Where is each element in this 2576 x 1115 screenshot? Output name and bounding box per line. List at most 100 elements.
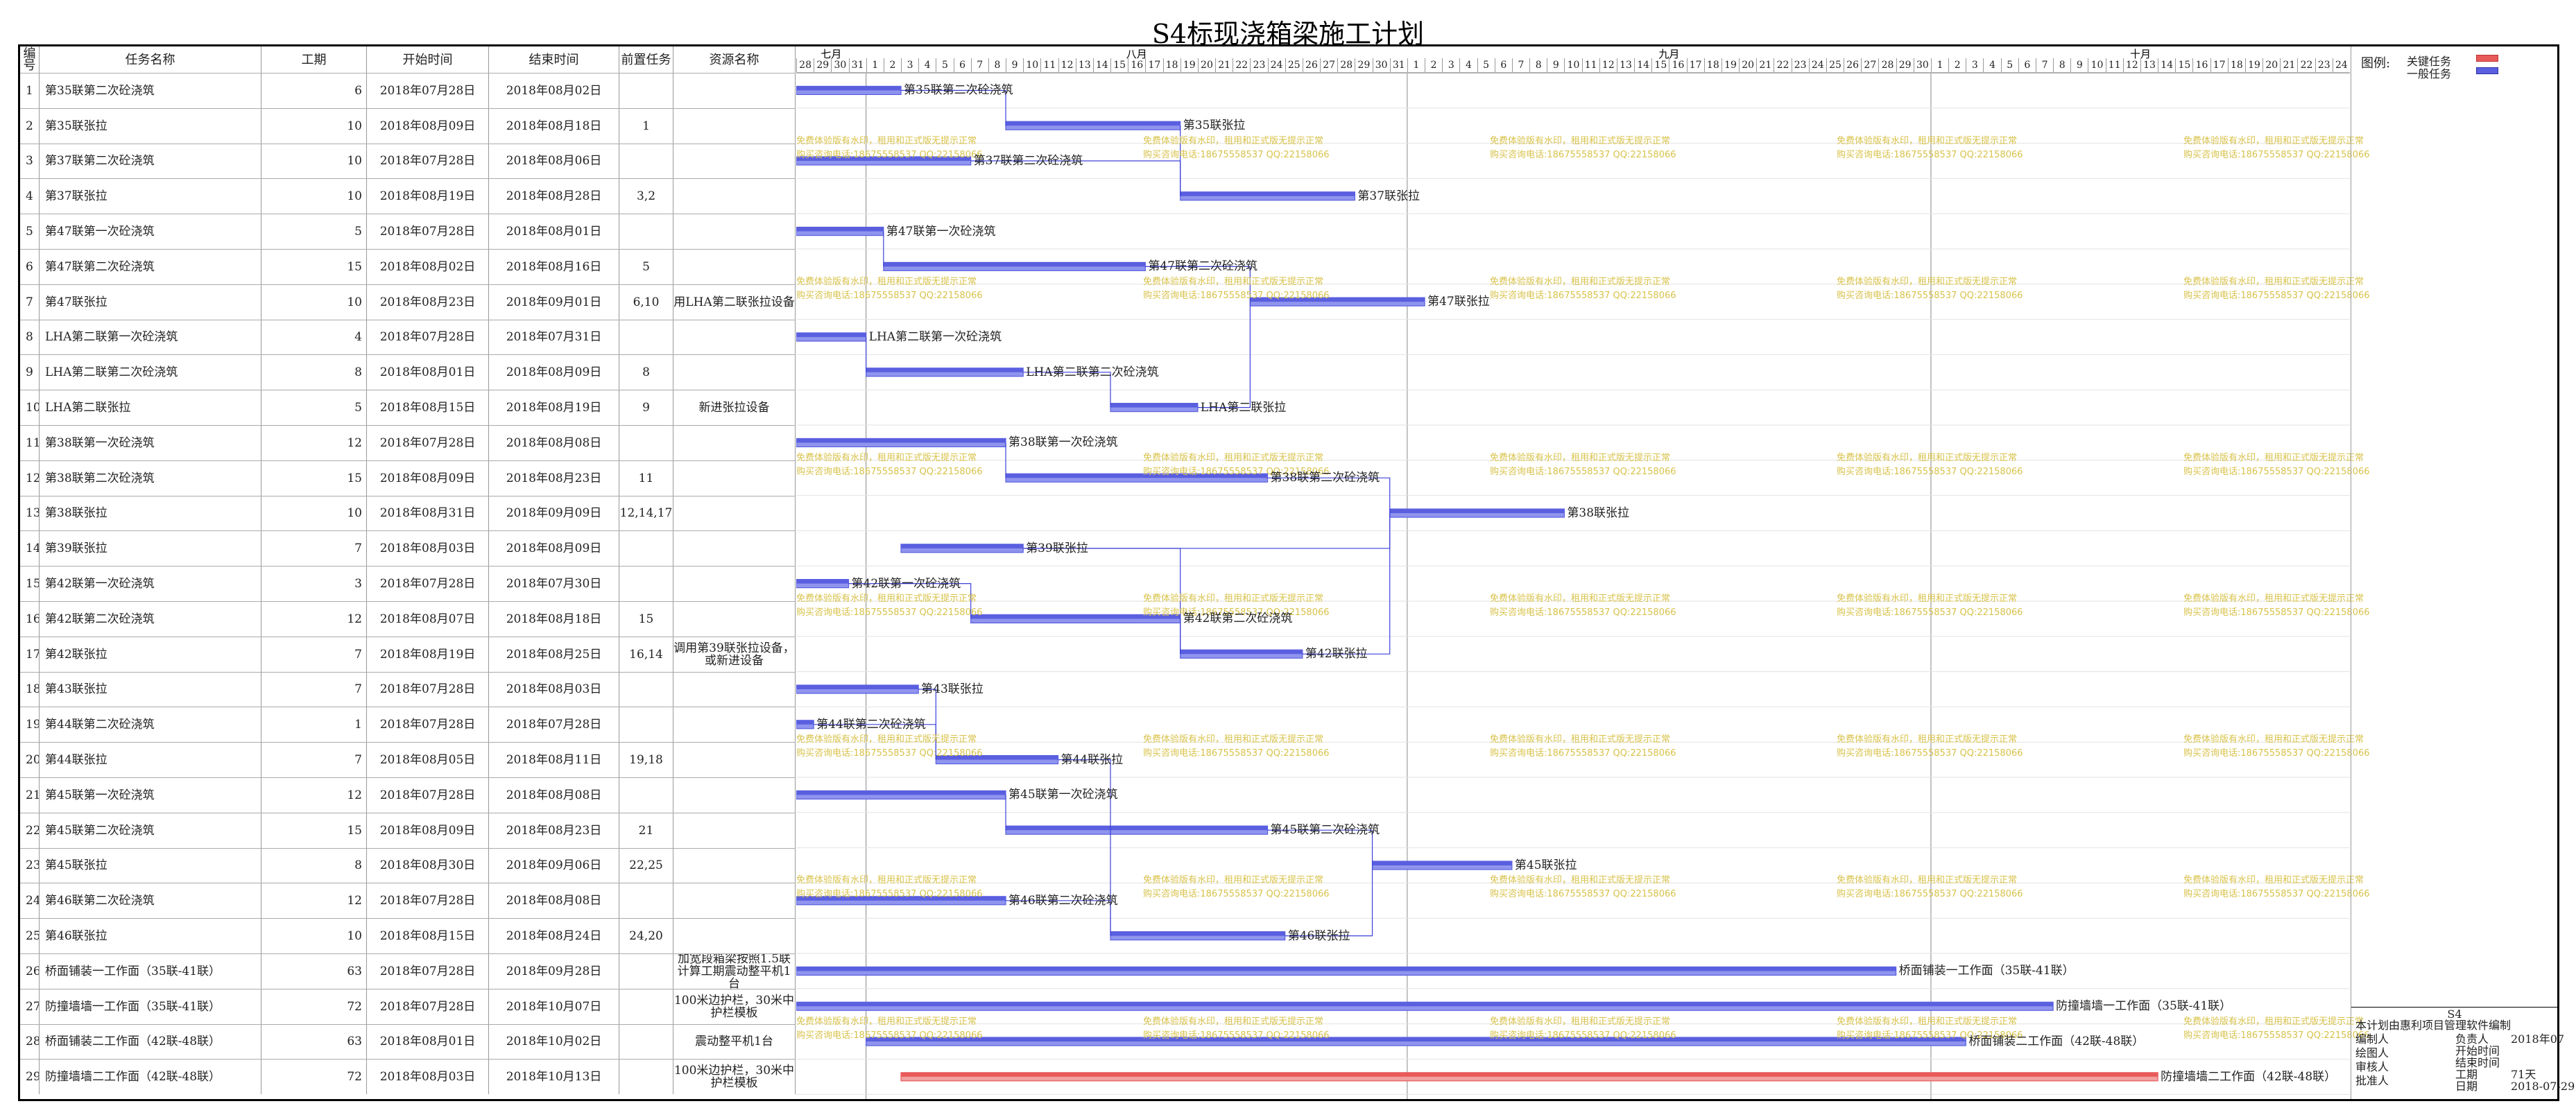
- row-end: 2018年07月30日: [489, 567, 619, 601]
- trial-watermark: 免费体验版有水印，租用和正式版无提示正常: [1837, 1016, 2018, 1027]
- day-tick: 20: [1739, 58, 1756, 72]
- trial-watermark: 购买咨询电话:18675558537 QQ:22158066: [1143, 748, 1330, 759]
- row-start: 2018年07月28日: [367, 567, 489, 601]
- row-end: 2018年09月09日: [489, 496, 619, 531]
- row-resource: [673, 919, 796, 953]
- row-start: 2018年07月28日: [367, 672, 489, 707]
- signature-field: 负责人: [2455, 1032, 2489, 1046]
- row-end: 2018年08月09日: [489, 531, 619, 567]
- day-tick: 9: [2070, 58, 2088, 72]
- row-task-name: 第42联张拉: [40, 637, 261, 672]
- row-end: 2018年08月28日: [489, 179, 619, 214]
- bar-label: 第46联第二次砼浇筑: [1008, 893, 1118, 908]
- trial-watermark: 免费体验版有水印，租用和正式版无提示正常: [2183, 734, 2364, 745]
- row-duration: 12: [261, 426, 367, 460]
- month-header: 九月: [1658, 48, 1680, 60]
- row-start: 2018年07月28日: [367, 214, 489, 249]
- row-start: 2018年07月28日: [367, 778, 489, 813]
- row-end: 2018年08月18日: [489, 108, 619, 144]
- trial-watermark: 免费体验版有水印，租用和正式版无提示正常: [2183, 875, 2364, 886]
- row-predecessor: 8: [619, 355, 673, 390]
- row-predecessor: 9: [619, 390, 673, 425]
- day-tick: 20: [1197, 58, 1215, 72]
- day-tick: 25: [1826, 58, 1844, 72]
- row-resource: [673, 567, 796, 601]
- bar-label: 第35联张拉: [1183, 119, 1246, 133]
- header-task-name: 任务名称: [40, 46, 261, 73]
- day-tick: 15: [1651, 58, 1669, 72]
- day-tick: 13: [2140, 58, 2158, 72]
- row-start: 2018年08月19日: [367, 179, 489, 214]
- row-id: 6: [20, 250, 40, 284]
- row-start: 2018年07月28日: [367, 144, 489, 179]
- trial-watermark: 购买咨询电话:18675558537 QQ:22158066: [796, 748, 983, 759]
- trial-watermark: 免费体验版有水印，租用和正式版无提示正常: [1143, 734, 1324, 745]
- row-duration: 1: [261, 707, 367, 743]
- trial-watermark: 免费体验版有水印，租用和正式版无提示正常: [796, 734, 977, 745]
- trial-watermark: 购买咨询电话:18675558537 QQ:22158066: [1837, 1030, 2023, 1041]
- legend-panel: 图例: 关键任务 一般任务 S4 本计划由惠利项目管理软件编制 编制人绘图人审核…: [2351, 46, 2575, 1099]
- row-start: 2018年08月03日: [367, 531, 489, 567]
- row-task-name: 第45联第二次砼浇筑: [40, 813, 261, 848]
- row-duration: 12: [261, 883, 367, 919]
- trial-watermark: 购买咨询电话:18675558537 QQ:22158066: [796, 889, 983, 900]
- row-end: 2018年08月25日: [489, 637, 619, 672]
- row-start: 2018年08月02日: [367, 250, 489, 284]
- day-tick: 23: [1791, 58, 1809, 72]
- bar-label: 第35联第二次砼浇筑: [904, 83, 1013, 98]
- day-tick: 29: [1355, 58, 1372, 72]
- dependency-link: [1023, 372, 1111, 408]
- row-id: 1: [20, 74, 40, 108]
- row-duration: 10: [261, 284, 367, 320]
- day-tick: 7: [2035, 58, 2053, 72]
- row-task-name: 第39联张拉: [40, 531, 261, 567]
- row-resource: [673, 531, 796, 567]
- row-duration: 7: [261, 743, 367, 777]
- row-start: 2018年07月28日: [367, 954, 489, 989]
- signature-role: 编制人: [2355, 1032, 2389, 1046]
- trial-watermark: 免费体验版有水印，租用和正式版无提示正常: [1490, 1016, 1671, 1027]
- row-end: 2018年09月01日: [489, 284, 619, 320]
- trial-watermark: 购买咨询电话:18675558537 QQ:22158066: [1490, 748, 1676, 759]
- task-bar-top: [796, 685, 919, 689]
- row-predecessor: [619, 1060, 673, 1095]
- signature-role: 审核人: [2355, 1060, 2389, 1073]
- day-tick: 6: [1494, 58, 1512, 72]
- row-start: 2018年08月03日: [367, 1060, 489, 1095]
- trial-watermark: 购买咨询电话:18675558537 QQ:22158066: [2183, 1030, 2370, 1041]
- task-bar-top: [796, 86, 902, 91]
- row-id: 16: [20, 602, 40, 637]
- day-tick: 2: [883, 58, 901, 72]
- task-bar-top: [1180, 650, 1303, 655]
- row-predecessor: [619, 672, 673, 707]
